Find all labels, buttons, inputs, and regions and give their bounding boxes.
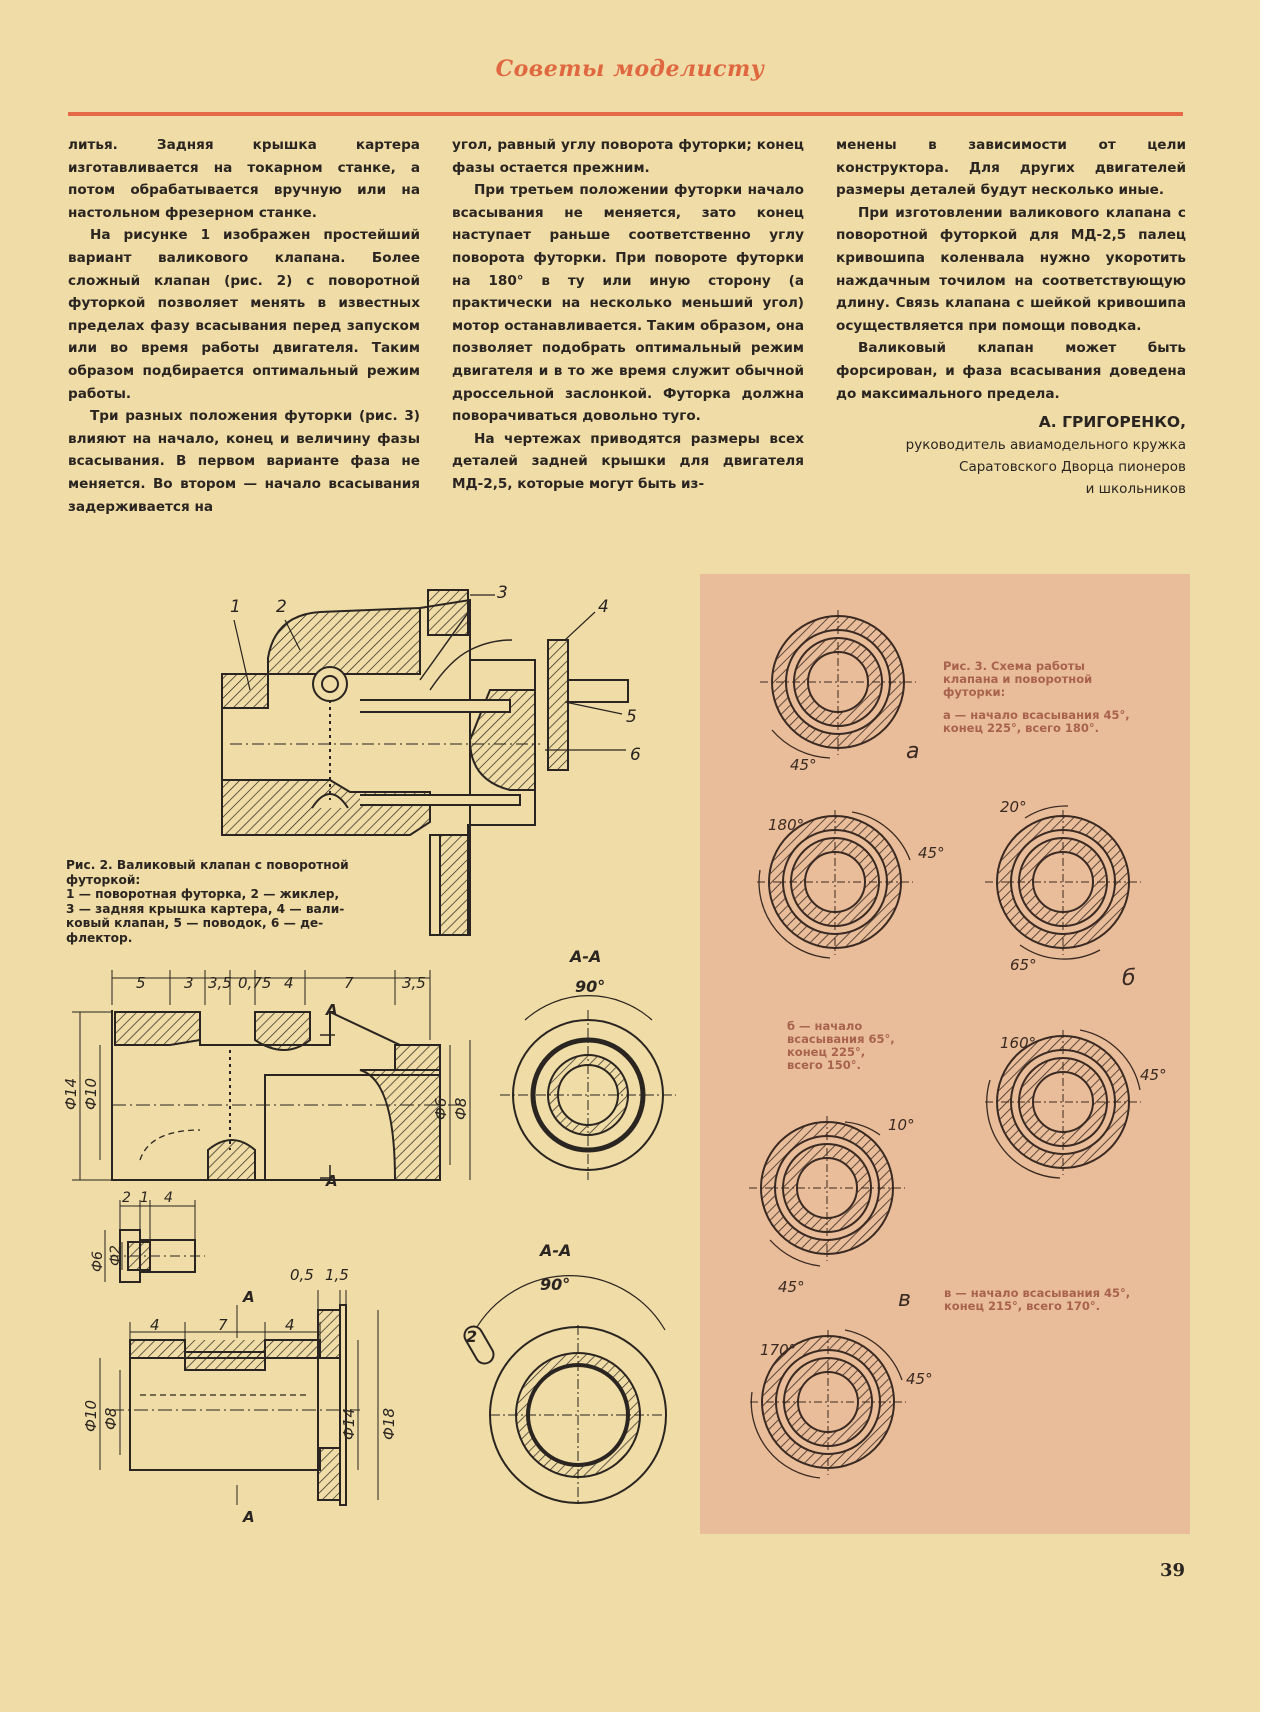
paragraph: менены в зависимости от цели конструктор… bbox=[836, 137, 1186, 199]
figure-3-annotations: 45° 180° 45° 20° 65° 160° 45° 10° 45° 17… bbox=[760, 739, 1167, 1388]
svg-text:Ф8: Ф8 bbox=[102, 1408, 120, 1430]
detail-futorka-dims: 5 3 3,5 0,75 4 7 3,5 Ф14 Ф10 Ф6 Ф8 А А bbox=[62, 974, 470, 1190]
paragraph: угол, равный углу поворота футорки; коне… bbox=[452, 137, 804, 176]
svg-text:Ф6: Ф6 bbox=[90, 1251, 106, 1272]
detail-povodok bbox=[104, 1200, 205, 1283]
svg-text:0,5: 0,5 bbox=[290, 1266, 314, 1284]
figure-3-rings bbox=[749, 610, 1141, 1479]
paragraph: Три разных положения футорки (рис. 3) вл… bbox=[68, 408, 420, 515]
svg-text:10°: 10° bbox=[888, 1116, 915, 1134]
svg-text:65°: 65° bbox=[1010, 956, 1037, 974]
ring-b1 bbox=[757, 810, 913, 959]
section-labels: А-А А-А 90° 90° 2 bbox=[466, 947, 605, 1346]
author-affiliation: руководитель авиамодельного кружка Сарат… bbox=[905, 436, 1186, 497]
svg-text:45°: 45° bbox=[1140, 1066, 1167, 1084]
svg-text:3,5: 3,5 bbox=[208, 974, 232, 992]
svg-text:Ф2: Ф2 bbox=[108, 1245, 124, 1266]
figure-3-caption-b: б — начало всасывания 65°, конец 225°, в… bbox=[787, 1019, 895, 1072]
svg-text:0,75: 0,75 bbox=[238, 974, 271, 992]
svg-text:160°: 160° bbox=[1000, 1034, 1036, 1052]
figure-2-labels: 1 2 3 4 5 6 bbox=[230, 583, 641, 765]
detail-valve-body-dims: 4 7 4 0,5 1,5 Ф10 Ф8 Ф14 Ф18 А А bbox=[82, 1266, 398, 1526]
svg-text:А: А bbox=[325, 1001, 338, 1019]
figure-3-caption-a: Рис. 3. Схема работы клапана и поворотно… bbox=[943, 659, 1130, 735]
svg-text:5: 5 bbox=[626, 707, 637, 727]
svg-text:4: 4 bbox=[164, 1190, 173, 1206]
ring-c2 bbox=[750, 1329, 906, 1479]
svg-text:а: а bbox=[906, 739, 919, 764]
paragraph: При третьем положении футорки начало вса… bbox=[452, 182, 804, 425]
svg-text:4: 4 bbox=[150, 1316, 160, 1334]
svg-text:4: 4 bbox=[285, 1316, 295, 1334]
svg-text:4: 4 bbox=[598, 597, 609, 617]
svg-text:3: 3 bbox=[497, 583, 508, 603]
detail-valve-body bbox=[99, 1290, 379, 1506]
svg-text:1: 1 bbox=[230, 597, 241, 617]
paragraph: литья. Задняя крышка картера изготавлива… bbox=[68, 137, 420, 221]
ring-b3 bbox=[985, 1029, 1141, 1179]
svg-text:180°: 180° bbox=[768, 816, 804, 834]
ring-c1 bbox=[749, 1116, 905, 1267]
svg-text:А-А: А-А bbox=[568, 947, 601, 966]
svg-text:в: в bbox=[898, 1287, 911, 1312]
paragraph: На чертежах приводятся размеры всех дета… bbox=[452, 430, 804, 492]
svg-text:170°: 170° bbox=[760, 1341, 796, 1359]
ring-b2 bbox=[985, 805, 1141, 960]
svg-text:7: 7 bbox=[344, 974, 354, 992]
svg-text:3: 3 bbox=[184, 974, 194, 992]
svg-text:Ф10: Ф10 bbox=[82, 1078, 100, 1110]
detail-povodok-dims: 2 1 4 Ф6 Ф2 bbox=[90, 1190, 173, 1272]
technical-drawings: 1 2 3 4 5 6 bbox=[62, 583, 1167, 1526]
svg-text:2: 2 bbox=[276, 597, 287, 617]
svg-text:Ф18: Ф18 bbox=[380, 1408, 398, 1440]
svg-text:1: 1 bbox=[140, 1190, 149, 1206]
page-number: 39 bbox=[1160, 1560, 1186, 1581]
figure-2-caption: Рис. 2. Валиковый клапан с поворотной фу… bbox=[66, 858, 349, 945]
svg-text:45°: 45° bbox=[778, 1278, 805, 1296]
section-a-a-top bbox=[500, 995, 676, 1180]
figure-3-caption-c: в — начало всасывания 45°, конец 215°, в… bbox=[944, 1286, 1131, 1313]
text-column-2: угол, равный углу поворота футорки; коне… bbox=[452, 134, 804, 496]
svg-text:45°: 45° bbox=[906, 1370, 933, 1388]
svg-text:б: б bbox=[1122, 966, 1136, 991]
paragraph: На рисунке 1 изображен простейший вариан… bbox=[68, 227, 420, 402]
svg-text:Ф6: Ф6 bbox=[432, 1098, 450, 1120]
svg-text:Ф14: Ф14 bbox=[340, 1408, 358, 1440]
svg-text:3,5: 3,5 bbox=[402, 974, 426, 992]
svg-text:А-А: А-А bbox=[538, 1241, 571, 1260]
svg-text:6: 6 bbox=[630, 745, 641, 765]
svg-text:Ф14: Ф14 bbox=[62, 1078, 80, 1110]
svg-text:45°: 45° bbox=[918, 844, 945, 862]
svg-text:Ф8: Ф8 bbox=[452, 1098, 470, 1120]
svg-text:7: 7 bbox=[218, 1316, 228, 1334]
header-rule bbox=[68, 112, 1183, 116]
ring-a bbox=[760, 610, 916, 759]
paragraph: Валиковый клапан может быть форсирован, … bbox=[836, 340, 1186, 402]
text-column-1: литья. Задняя крышка картера изготавлива… bbox=[68, 134, 420, 518]
section-title: Советы моделисту bbox=[495, 56, 765, 82]
svg-text:2: 2 bbox=[122, 1190, 131, 1206]
paragraph: При изготовлении валикового клапана с по… bbox=[836, 204, 1186, 334]
svg-text:1,5: 1,5 bbox=[325, 1266, 349, 1284]
svg-text:А: А bbox=[242, 1508, 255, 1526]
svg-text:90°: 90° bbox=[540, 1275, 570, 1294]
svg-text:45°: 45° bbox=[790, 756, 817, 774]
svg-text:4: 4 bbox=[284, 974, 294, 992]
svg-text:Ф10: Ф10 bbox=[82, 1400, 100, 1432]
svg-text:А: А bbox=[242, 1288, 255, 1306]
svg-text:20°: 20° bbox=[1000, 798, 1027, 816]
svg-text:5: 5 bbox=[136, 974, 146, 992]
section-a-a-bottom bbox=[463, 1275, 667, 1505]
detail-futorka bbox=[72, 970, 471, 1181]
text-column-3: менены в зависимости от цели конструктор… bbox=[836, 134, 1186, 500]
svg-text:90°: 90° bbox=[575, 977, 605, 996]
svg-text:2: 2 bbox=[466, 1327, 477, 1346]
svg-text:А: А bbox=[325, 1172, 338, 1190]
figure-2-assembly bbox=[221, 589, 629, 936]
author-name: А. ГРИГОРЕНКО, bbox=[1038, 413, 1186, 432]
magazine-page: Советы моделисту литья. Задняя крышка ка… bbox=[0, 0, 1260, 1712]
